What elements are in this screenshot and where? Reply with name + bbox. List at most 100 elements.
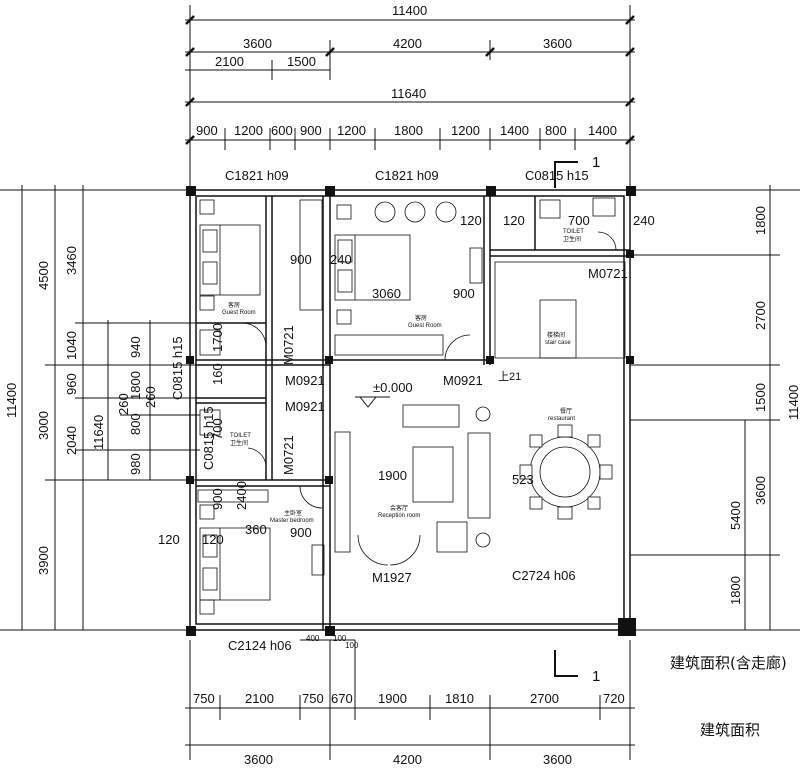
dim-left-3000: 3000 <box>36 411 51 440</box>
door-label-d7: M1927 <box>372 570 412 585</box>
area-label: 建筑面积 <box>700 721 760 739</box>
dim-top-600: 600 <box>271 123 293 138</box>
room-guest2-cn: 客房 <box>415 314 427 322</box>
room-guest1-cn: 客房 <box>228 301 240 309</box>
room-toilet1-cn: 卫生间 <box>563 235 581 243</box>
dim-left-260b: 260 <box>143 386 158 408</box>
dim-top-4200: 4200 <box>393 36 422 51</box>
dim-left-1040: 1040 <box>64 331 79 360</box>
dim-bot-100a: 100 <box>333 634 347 643</box>
area-label-with-corridor: 建筑面积(含走廊) <box>670 654 787 672</box>
door-label-d3: M0921 <box>285 399 325 414</box>
dim-top-1200a: 1200 <box>234 123 263 138</box>
dim-left-1800: 1800 <box>128 371 143 400</box>
inner-dim-p: 523 <box>512 472 534 487</box>
inner-dim-s: 2400 <box>234 481 249 510</box>
window-label-w7: C0815 h15 <box>201 406 216 470</box>
dim-top-3600b: 3600 <box>543 36 572 51</box>
dim-left-940: 940 <box>128 336 143 358</box>
door-label-d1: M0921 <box>285 373 325 388</box>
room-guest1-en: Guest Room <box>222 310 256 316</box>
window-label-w6: C0815 h15 <box>170 336 185 400</box>
dim-left-260a: 260 <box>116 393 131 415</box>
dim-top-2100: 2100 <box>215 54 244 69</box>
window-label-w4: C2124 h06 <box>228 638 292 653</box>
inner-dim-i: 1900 <box>378 468 407 483</box>
inner-dim-l: 120 <box>158 532 180 547</box>
window-label-w3: C0815 h15 <box>525 168 589 183</box>
inner-dim-c: 3060 <box>372 286 401 301</box>
dim-bot-750b: 750 <box>302 691 324 706</box>
inner-dim-j: 360 <box>245 522 267 537</box>
room-reception-cn: 会客厅 <box>390 504 408 512</box>
window-label-w1: C1821 h09 <box>225 168 289 183</box>
door-label-d6: M0721 <box>588 266 628 281</box>
room-stair-cn: 楼梯间 <box>547 331 565 339</box>
elevation-label: ±0.000 <box>373 380 413 395</box>
dim-top-11640: 11640 <box>391 86 426 101</box>
inner-dim-f: 120 <box>503 213 525 228</box>
dim-bot-1810: 1810 <box>445 691 474 706</box>
dining-chairs <box>519 424 613 520</box>
stair-up-label: 上21 <box>498 370 521 383</box>
inner-dim-m: 120 <box>202 532 224 547</box>
dim-bot-3600b: 3600 <box>543 752 572 767</box>
window-label-w2: C1821 h09 <box>375 168 439 183</box>
dim-bot-2700: 2700 <box>530 691 559 706</box>
room-toilet1-en: TOILET <box>563 229 584 235</box>
dim-top-3600a: 3600 <box>243 36 272 51</box>
top-dimensions <box>185 5 635 195</box>
right-dimensions <box>620 185 800 631</box>
room-master-cn: 主卧室 <box>284 509 302 517</box>
dim-left-2040: 2040 <box>64 426 79 455</box>
walls <box>189 189 631 631</box>
dim-right-2700: 2700 <box>753 301 768 330</box>
dim-top-total: 11400 <box>392 3 427 18</box>
dim-left-3460: 3460 <box>64 246 79 275</box>
dim-right-1800a: 1800 <box>753 206 768 235</box>
dim-top-800: 800 <box>545 123 567 138</box>
door-label-d2: M0921 <box>443 373 483 388</box>
dim-bot-1900: 1900 <box>378 691 407 706</box>
room-guest2-en: Guest Room <box>408 323 442 329</box>
room-restaurant-cn: 餐厅 <box>560 407 572 415</box>
dim-left-11640: 11640 <box>91 415 106 450</box>
dim-right-1800b: 1800 <box>728 576 743 605</box>
inner-dim-q: 900 <box>210 488 225 510</box>
section-label-top: 1 <box>592 154 600 171</box>
furniture <box>197 197 626 615</box>
dim-bot-100b: 100 <box>345 641 359 650</box>
dim-top-1400b: 1400 <box>588 123 617 138</box>
inner-dim-g: 700 <box>568 213 590 228</box>
inner-dim-e: 120 <box>460 213 482 228</box>
dim-bot-4200: 4200 <box>393 752 422 767</box>
inner-dim-h: 240 <box>633 213 655 228</box>
dim-bot-400: 400 <box>306 634 320 643</box>
section-label-bottom: 1 <box>592 668 600 685</box>
door-label-d5: M0721 <box>281 435 296 475</box>
inner-dim-r: 1700 <box>210 323 225 352</box>
dim-left-980: 980 <box>128 453 143 475</box>
columns <box>186 186 636 636</box>
inner-dim-k: 900 <box>290 525 312 540</box>
elevation-marker <box>355 396 390 408</box>
dim-top-1200c: 1200 <box>451 123 480 138</box>
doors <box>241 231 617 566</box>
dim-top-900a: 900 <box>196 123 218 138</box>
dim-top-1200b: 1200 <box>337 123 366 138</box>
section-marker <box>554 161 578 677</box>
room-reception-en: Reception room <box>378 513 420 519</box>
dim-right-11400: 11400 <box>786 385 800 420</box>
room-toilet2-cn: 卫生间 <box>230 439 248 447</box>
inner-dim-d: 900 <box>453 286 475 301</box>
dim-left-11400: 11400 <box>4 383 19 418</box>
dim-left-960: 960 <box>64 373 79 395</box>
dim-right-1500: 1500 <box>753 383 768 412</box>
dim-top-900b: 900 <box>300 123 322 138</box>
dim-left-800: 800 <box>128 413 143 435</box>
room-master-en: Master bedroom <box>270 518 314 524</box>
dim-left-3900: 3900 <box>36 546 51 575</box>
window-label-w5: C2724 h06 <box>512 568 576 583</box>
dim-bot-720: 720 <box>603 691 625 706</box>
